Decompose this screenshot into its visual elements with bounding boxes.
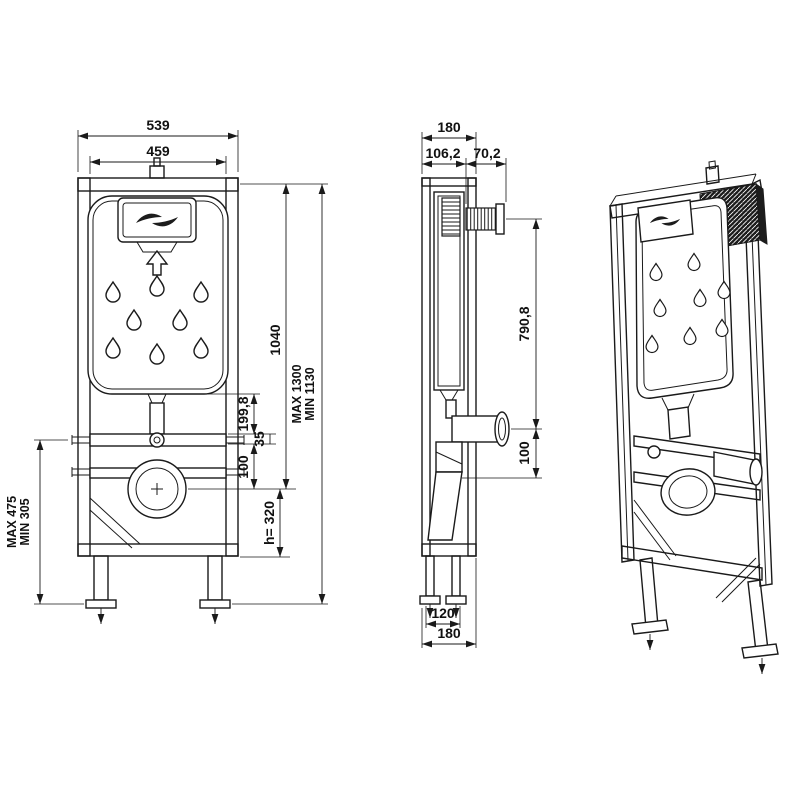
wc-connector-cap: [494, 411, 510, 447]
dim-flush-pipe: 199,8: [235, 396, 251, 431]
front-dimensions: 539 459 199,8 35 100 1040 h= 320 MAX 130…: [5, 117, 328, 605]
dim-overall-max: MAX 1300: [290, 364, 304, 423]
diagonal-brace: [89, 497, 141, 549]
foot-plate: [631, 619, 669, 635]
iso-crossbars: [633, 435, 761, 501]
dim-actuator-to-outlet: 790,8: [516, 306, 532, 341]
iso-legs: [631, 557, 779, 674]
dim-left-min: MIN 305: [18, 498, 32, 545]
front-view: 539 459 199,8 35 100 1040 h= 320 MAX 130…: [5, 117, 328, 624]
flush-plate-iso: [637, 199, 694, 243]
foot-plate: [419, 595, 441, 605]
flush-plate: [117, 197, 197, 253]
flush-actuator: [441, 197, 461, 237]
iso-outlet: [660, 451, 763, 516]
dim-frame-height: 1040: [267, 324, 283, 355]
side-dimensions: 180 106,2 70,2 790,8 100 120 180: [421, 119, 542, 648]
foot-plate: [741, 643, 779, 659]
dim-left-max: MAX 475: [5, 496, 19, 548]
cistern-iso: [635, 197, 734, 399]
dim-outlet-drop: 100: [516, 441, 532, 465]
iso-braces: [633, 499, 761, 603]
foot-plate: [445, 595, 467, 605]
dim-front-offset: 106,2: [425, 145, 460, 161]
dim-depth-bottom: 180: [437, 625, 461, 641]
foot-plate: [199, 599, 231, 609]
side-pipes: [427, 389, 510, 541]
foot-plate: [85, 599, 117, 609]
dim-width-inner: 459: [146, 143, 170, 159]
dim-width-outer: 539: [146, 117, 170, 133]
side-legs: [419, 555, 467, 618]
dim-depth-top: 180: [437, 119, 461, 135]
dim-bar-thickness: 35: [251, 431, 267, 447]
flush-pipe: [147, 393, 167, 435]
dim-actuator-offset: 70,2: [473, 145, 500, 161]
dim-overall-min: MIN 1130: [303, 367, 317, 421]
side-view: 180 106,2 70,2 790,8 100 120 180: [419, 119, 542, 648]
dim-foot-span: 120: [431, 605, 455, 621]
supply-valve: [465, 203, 505, 235]
isometric-view: [609, 160, 779, 674]
dim-bar-to-outlet: 100: [235, 455, 251, 479]
dim-outlet-height: h= 320: [261, 501, 277, 545]
front-legs: [85, 555, 231, 624]
iso-flush-pipe: [661, 393, 695, 440]
drain-outlet: [127, 459, 187, 519]
